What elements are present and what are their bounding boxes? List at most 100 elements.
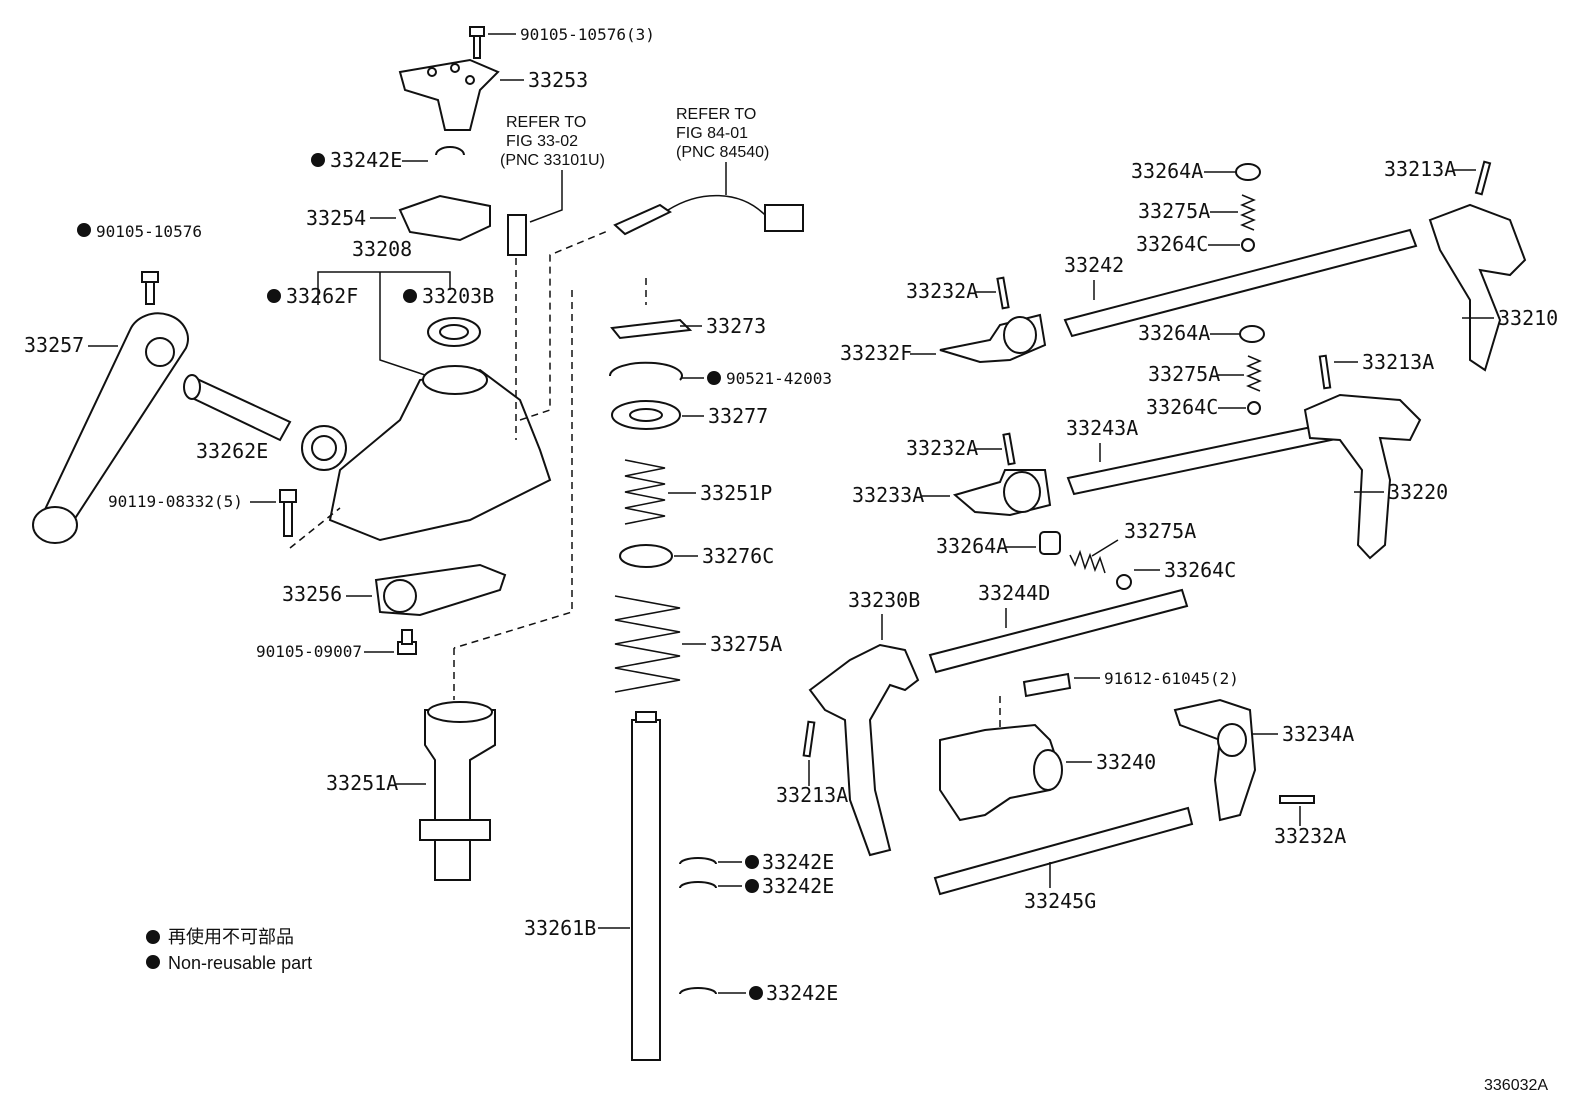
label-33275A-spring: 33275A [710,632,782,656]
part-90521-42003-snapring[interactable] [608,361,683,381]
label-33251A: 33251A [326,771,398,795]
part-33275A-spring-2[interactable] [1246,355,1262,392]
bolt-91612-61045[interactable] [1022,672,1072,698]
part-33254-plate[interactable] [398,194,491,242]
part-switch-harness[interactable] [613,194,804,236]
label-33230B: 33230B [848,588,920,612]
part-33220-fork[interactable] [1303,393,1422,560]
bolt-90105-10576[interactable] [141,271,159,305]
refer-note-2-line3: (PNC 84540) [676,144,769,161]
refer-note-2-line1: REFER TO [676,106,756,123]
part-33264A-plug-2[interactable] [1239,325,1265,343]
label-33213A-3: 33213A [776,783,848,807]
part-33264C-ball-3[interactable] [1116,574,1132,590]
label-33264C-3: 33264C [1164,558,1236,582]
label-33213A-2: 33213A [1362,350,1434,374]
label-33243A: 33243A [1066,416,1138,440]
part-33276C-seat[interactable] [619,544,673,568]
part-33264A-plug-1[interactable] [1235,163,1261,181]
part-33213A-pin-3[interactable] [802,720,816,758]
label-33242E-c: 33242E [766,981,838,1005]
label-33242: 33242 [1064,253,1124,277]
label-91612-61045: 91612-61045(2) [1104,669,1239,688]
bolt-90105-09007[interactable] [397,629,417,655]
part-33273-washer[interactable] [610,318,693,340]
label-33244D: 33244D [978,581,1050,605]
label-33254: 33254 [306,206,366,230]
refer-note-1-line3: (PNC 33101U) [500,152,605,169]
part-33233A-head[interactable] [952,469,1052,517]
part-33213A-pin-1[interactable] [1474,160,1492,196]
label-33273: 33273 [706,314,766,338]
part-33230B-fork[interactable] [808,643,920,857]
bolt-90119-08332[interactable] [279,489,297,537]
figure-code: 336032A [1484,1077,1548,1094]
label-33208: 33208 [352,237,412,261]
label-90105-09007: 90105-09007 [256,642,362,661]
part-33264A-plug-3[interactable] [1039,531,1061,555]
part-33244D-rail[interactable] [928,588,1189,674]
part-33261B-shaft[interactable] [631,711,661,1061]
label-33232A-3: 33232A [1274,824,1346,848]
label-33232F: 33232F [840,341,912,365]
part-33210-fork[interactable] [1428,203,1527,372]
label-33242E-top: 33242E [330,148,402,172]
legend-japanese: 再使用不可部品 [168,927,294,947]
label-33261B: 33261B [524,916,596,940]
legend-dot-1 [146,930,160,944]
part-sensor-plug[interactable] [507,214,527,256]
label-90119-08332: 90119-08332(5) [108,492,243,511]
part-33242E-clip-a[interactable] [679,857,717,865]
label-33213A-1: 33213A [1384,157,1456,181]
part-33240-bracket[interactable] [939,723,1063,822]
legend-english: Non-reusable part [168,953,312,973]
label-33275A-3: 33275A [1124,519,1196,543]
label-33220: 33220 [1388,480,1448,504]
part-33264C-ball-1[interactable] [1241,238,1255,252]
part-33275A-spring-1[interactable] [1240,194,1256,231]
label-90105-10576: 90105-10576 [96,222,202,241]
part-33262E-bushing[interactable] [183,374,292,442]
bolt-90105-10576-3[interactable] [469,26,485,59]
part-33257-lever[interactable] [32,312,189,544]
label-33232A-2: 33232A [906,436,978,460]
label-33245G: 33245G [1024,889,1096,913]
part-33213A-pin-2[interactable] [1318,354,1332,390]
label-33264C-1: 33264C [1136,232,1208,256]
label-33240: 33240 [1096,750,1156,774]
label-33275A-2: 33275A [1148,362,1220,386]
part-33251P-spring[interactable] [624,459,666,525]
part-33232A-pin-1[interactable] [996,276,1010,310]
label-90105-10576-3: 90105-10576(3) [520,25,655,44]
non-reusable-dot [311,153,325,167]
part-33242E-clip-c[interactable] [679,987,717,995]
part-33253-bracket[interactable] [398,58,500,131]
label-33251P: 33251P [700,481,772,505]
part-33242-rail[interactable] [1063,228,1418,338]
part-33242E-clip-top[interactable] [435,146,465,156]
part-33232A-pin-2[interactable] [1002,432,1016,466]
part-33264C-ball-2[interactable] [1247,401,1261,415]
label-33264C-2: 33264C [1146,395,1218,419]
part-33275A-spring-3[interactable] [1069,549,1106,574]
part-33251A-shift-head[interactable] [419,701,496,881]
label-33242E-a: 33242E [762,850,834,874]
label-33232A-1: 33232A [906,279,978,303]
label-33234A: 33234A [1282,722,1354,746]
part-33242E-clip-b[interactable] [679,881,717,889]
label-33256: 33256 [282,582,342,606]
label-33275A-1: 33275A [1138,199,1210,223]
part-33277-seat[interactable] [611,400,681,430]
part-33245G-rail[interactable] [933,806,1194,896]
label-33203B: 33203B [422,284,494,308]
part-33234A-lever[interactable] [1173,698,1257,822]
part-33232A-pin-3[interactable] [1279,795,1315,804]
part-33256-arm[interactable] [374,563,507,617]
part-33232F-head[interactable] [939,313,1047,364]
part-33275A-spring-large[interactable] [614,595,681,693]
part-33208-housing[interactable] [328,365,552,542]
label-33264A-1: 33264A [1131,159,1203,183]
label-33233A: 33233A [852,483,924,507]
